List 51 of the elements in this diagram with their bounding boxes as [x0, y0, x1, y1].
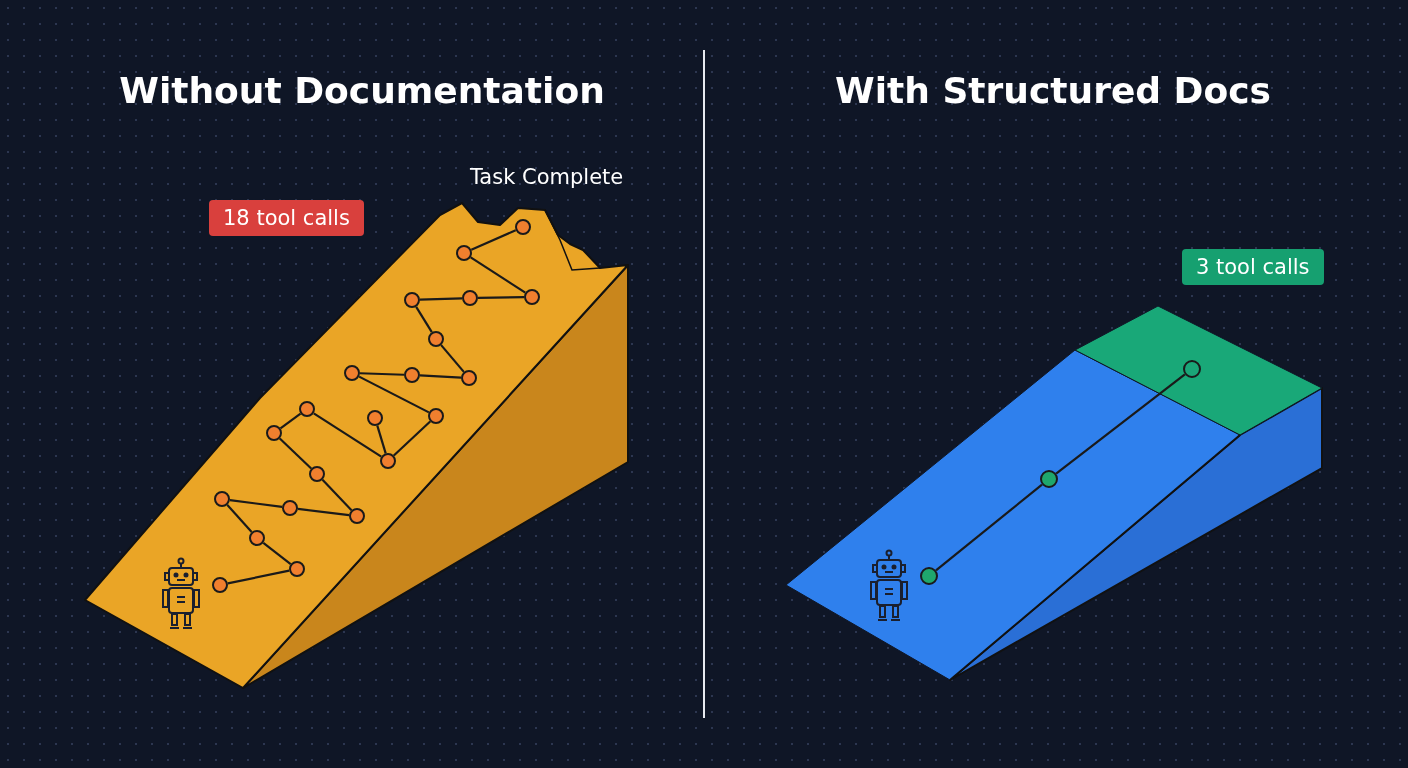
waypoint-dot — [920, 567, 938, 585]
waypoint-dot — [266, 425, 282, 441]
waypoint-dot — [515, 219, 531, 235]
goal-label: Task Complete — [470, 165, 624, 189]
waypoint-dot — [214, 491, 230, 507]
waypoint-dot — [462, 290, 478, 306]
waypoint-dot — [349, 508, 365, 524]
waypoint-dot — [1040, 470, 1058, 488]
path-line — [440, 344, 465, 373]
path-line — [279, 412, 302, 430]
panel-heading: Without Documentation — [119, 70, 605, 111]
waypoint-dot — [309, 466, 325, 482]
waypoint-dot — [428, 408, 444, 424]
waypoint-dot — [344, 365, 360, 381]
path-line — [393, 420, 431, 457]
waypoint-dot — [428, 331, 444, 347]
path-line — [470, 229, 517, 251]
path-line — [226, 504, 253, 533]
path-line — [321, 479, 353, 511]
path-line — [470, 256, 526, 294]
path-line — [297, 507, 350, 517]
waypoint-dot — [289, 561, 305, 577]
waypoint-dot — [404, 292, 420, 308]
path-line — [262, 542, 292, 565]
path-line — [419, 297, 463, 301]
waypoint-dot — [1183, 360, 1201, 378]
path-line — [376, 425, 387, 454]
waypoint-dot — [461, 370, 477, 386]
waypoint-dot — [367, 410, 383, 426]
path-line — [227, 569, 290, 585]
waypoint-dot — [212, 577, 228, 593]
path-line — [419, 374, 462, 379]
path-line — [279, 437, 312, 470]
path-line — [1055, 373, 1186, 475]
waypoint-dot — [524, 289, 540, 305]
panel-heading: With Structured Docs — [835, 70, 1271, 111]
waypoint-dot — [249, 530, 265, 546]
tool-call-count-badge: 3 tool calls — [1182, 249, 1324, 285]
path-line — [229, 498, 283, 509]
path-line — [935, 483, 1043, 572]
path-line — [415, 306, 433, 333]
waypoint-dot — [282, 500, 298, 516]
path-line — [359, 372, 405, 376]
path-line — [313, 412, 382, 458]
tool-call-count-badge: 18 tool calls — [209, 200, 364, 236]
path-line — [478, 296, 524, 299]
path-line — [358, 375, 430, 414]
waypoint-dot — [380, 453, 396, 469]
waypoint-dot — [456, 245, 472, 261]
waypoint-dot — [404, 367, 420, 383]
waypoint-dot — [299, 401, 315, 417]
